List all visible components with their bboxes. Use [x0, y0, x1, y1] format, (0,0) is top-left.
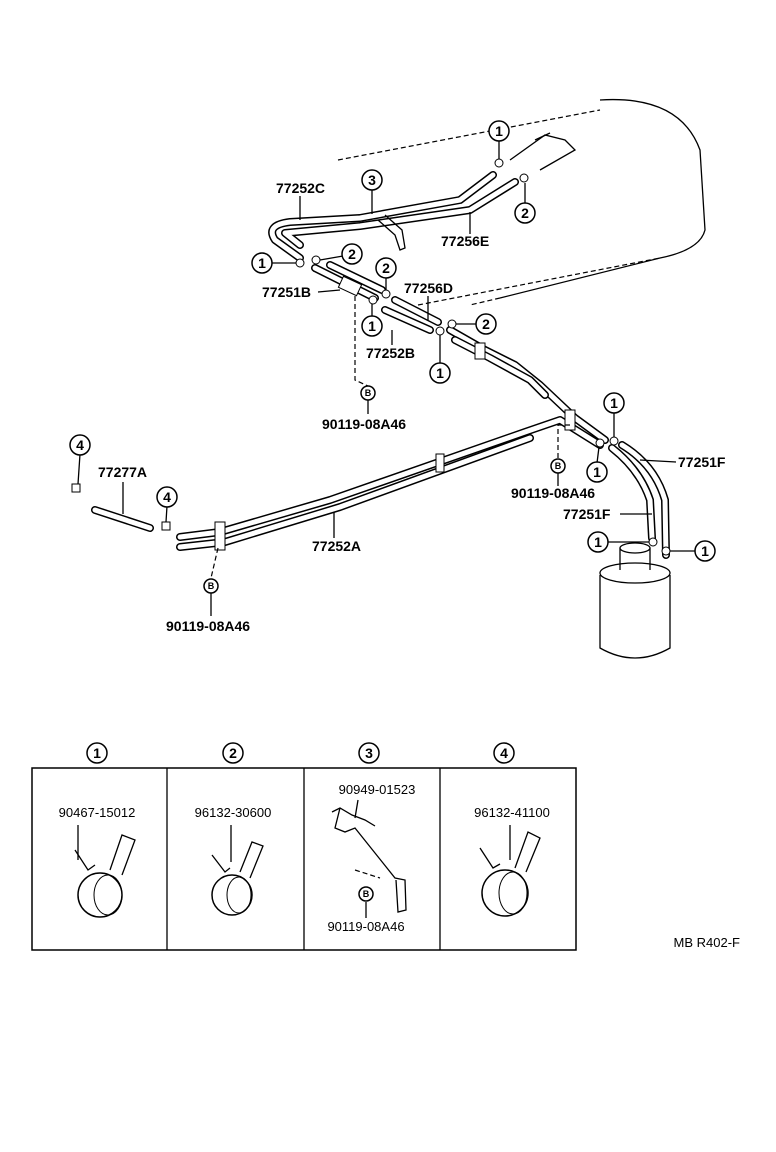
label-77256D: 77256D	[404, 280, 453, 296]
legend-header-3: 3	[358, 742, 380, 764]
svg-text:1: 1	[368, 318, 376, 334]
hose-77256D	[391, 296, 442, 326]
svg-text:2: 2	[521, 205, 529, 221]
callout-1: 1	[587, 531, 609, 553]
svg-text:1: 1	[610, 395, 618, 411]
callout-b: B	[203, 578, 219, 594]
svg-text:4: 4	[163, 489, 171, 505]
callout-4: 4	[69, 434, 91, 456]
callout-b: B	[360, 385, 376, 401]
legend-part-3-bolt: 90119-08A46	[327, 919, 404, 934]
callout-3: 3	[361, 169, 383, 191]
legend-header-4: 4	[493, 742, 515, 764]
hose-clip-icon-1	[74, 825, 136, 918]
callout-2: 2	[514, 202, 536, 224]
svg-text:B: B	[555, 461, 562, 471]
svg-text:B: B	[365, 388, 372, 398]
parts-legend-table: 1 2 3 4 90467-15012 96132-30600 90949-01…	[31, 742, 577, 951]
svg-text:1: 1	[93, 745, 101, 761]
bracket-clip-icon-3	[331, 799, 407, 918]
callout-1: 1	[603, 392, 625, 414]
svg-text:1: 1	[701, 543, 709, 559]
charcoal-canister	[599, 542, 671, 659]
svg-text:3: 3	[368, 172, 376, 188]
callout-1: 1	[251, 252, 273, 274]
callout-1: 1	[361, 315, 383, 337]
callout-1: 1	[586, 461, 608, 483]
callout-1: 1	[694, 540, 716, 562]
label-77256E: 77256E	[441, 233, 489, 249]
label-77252C: 77252C	[276, 180, 325, 196]
svg-text:B: B	[208, 581, 215, 591]
hose-clip-icon-4	[479, 825, 541, 917]
svg-text:4: 4	[500, 745, 508, 761]
callout-2: 2	[475, 313, 497, 335]
bracket-3	[377, 214, 406, 251]
label-77251F: 77251F	[678, 454, 726, 470]
callout-4: 4	[156, 486, 178, 508]
label-90119-08A46: 90119-08A46	[166, 618, 250, 634]
callout-2: 2	[341, 243, 363, 265]
legend-callout-b: B	[358, 886, 374, 902]
label-77277A: 77277A	[98, 464, 147, 480]
svg-text:1: 1	[495, 123, 503, 139]
legend-part-3: 90949-01523	[339, 782, 416, 797]
hose-clip-icon-2	[211, 825, 264, 916]
callout-b: B	[550, 458, 566, 474]
hose-77252C	[268, 171, 497, 262]
pipe-77251B	[311, 261, 386, 302]
callout-2: 2	[375, 257, 397, 279]
svg-text:3: 3	[365, 745, 373, 761]
svg-text:2: 2	[229, 745, 237, 761]
svg-text:B: B	[363, 889, 370, 899]
hose-77251F	[608, 441, 670, 559]
svg-text:1: 1	[436, 365, 444, 381]
figure-code: MB R402-F	[674, 935, 741, 950]
label-77252B: 77252B	[366, 345, 415, 361]
svg-text:1: 1	[258, 255, 266, 271]
legend-part-1: 90467-15012	[59, 805, 136, 820]
callout-1: 1	[488, 120, 510, 142]
legend-part-2: 96132-30600	[195, 805, 272, 820]
label-90119-08A46: 90119-08A46	[511, 485, 595, 501]
label-90119-08A46: 90119-08A46	[322, 416, 406, 432]
legend-header-2: 2	[222, 742, 244, 764]
pipe-77252A	[176, 326, 609, 551]
legend-part-4: 96132-41100	[474, 805, 550, 820]
svg-text:2: 2	[482, 316, 490, 332]
label-77251B: 77251B	[262, 284, 311, 300]
svg-text:1: 1	[593, 464, 601, 480]
svg-text:2: 2	[382, 260, 390, 276]
callout-1: 1	[429, 362, 451, 384]
label-77251F: 77251F	[563, 506, 611, 522]
hose-77256E	[281, 178, 519, 249]
hose-77252B	[381, 306, 434, 334]
fuel-tank-outline	[337, 98, 706, 306]
legend-header-1: 1	[86, 742, 108, 764]
hose-77277A	[71, 483, 171, 532]
svg-text:1: 1	[594, 534, 602, 550]
svg-text:4: 4	[76, 437, 84, 453]
label-77252A: 77252A	[312, 538, 361, 554]
svg-text:2: 2	[348, 246, 356, 262]
tank-vent-fitting	[509, 132, 577, 171]
leader-lines	[77, 140, 696, 616]
